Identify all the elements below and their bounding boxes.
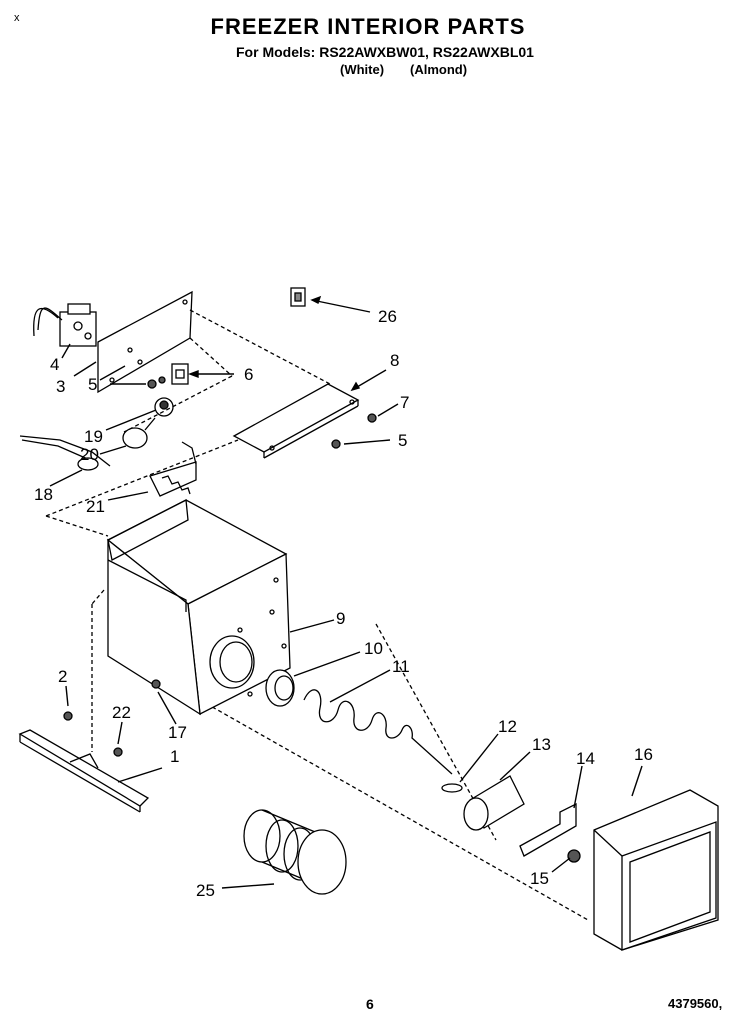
bushing [265, 669, 295, 707]
callout-13: 13 [532, 735, 551, 754]
small-insert [290, 287, 306, 307]
callout-2: 2 [58, 667, 67, 686]
auger [243, 809, 347, 895]
callout-5a: 5 [88, 375, 97, 394]
callout-18: 18 [34, 485, 53, 504]
corner-mark: x [14, 12, 20, 24]
callout-12: 12 [498, 717, 517, 736]
clip-part [171, 363, 189, 385]
callout-arrows [49, 295, 643, 889]
callout-15: 15 [530, 869, 549, 888]
motor-housing [593, 789, 719, 951]
callout-7: 7 [400, 393, 409, 412]
screw-5 [331, 439, 341, 449]
callout-21: 21 [86, 497, 105, 516]
callout-10: 10 [364, 639, 383, 658]
color-almond-label: (Almond) [410, 62, 468, 77]
callout-5b: 5 [398, 431, 407, 450]
lamp-socket [154, 397, 174, 417]
washer [441, 783, 463, 793]
light-shield [149, 441, 197, 497]
callout-4: 4 [50, 355, 59, 374]
callout-17: 17 [168, 723, 187, 742]
callout-16: 16 [634, 745, 653, 764]
nut [567, 849, 581, 863]
page-title: FREEZER INTERIOR PARTS [210, 14, 526, 39]
callout-11: 11 [392, 657, 410, 676]
callout-19: 19 [84, 427, 103, 446]
callout-9: 9 [336, 609, 345, 628]
screw-17 [151, 679, 161, 689]
screw-7 [367, 413, 377, 423]
housing-box [106, 498, 291, 716]
cover-plate [232, 383, 360, 459]
callout-1: 1 [170, 747, 179, 766]
callout-8: 8 [390, 351, 399, 370]
callout-22: 22 [112, 703, 131, 722]
document-number: 4379560, [668, 996, 723, 1011]
switch-assembly [33, 303, 97, 347]
models-line: For Models: RS22AWXBW01, RS22AWXBL01 [236, 44, 534, 60]
screw-part [147, 376, 166, 389]
light-bulb [122, 417, 156, 449]
callout-26: 26 [378, 307, 397, 326]
wire-harness [19, 435, 111, 471]
callout-14: 14 [576, 749, 595, 768]
auger-spring [303, 689, 453, 775]
motor-bracket [519, 802, 577, 857]
screw-22 [113, 747, 123, 757]
callout-3: 3 [56, 377, 65, 396]
callout-20: 20 [80, 445, 99, 464]
bottom-rail [18, 729, 150, 813]
screw-2 [63, 711, 73, 721]
page-number: 6 [366, 996, 374, 1012]
sleeve [463, 775, 525, 831]
color-white-label: (White) [340, 62, 385, 77]
callout-25: 25 [196, 881, 215, 900]
callout-6: 6 [244, 365, 253, 384]
